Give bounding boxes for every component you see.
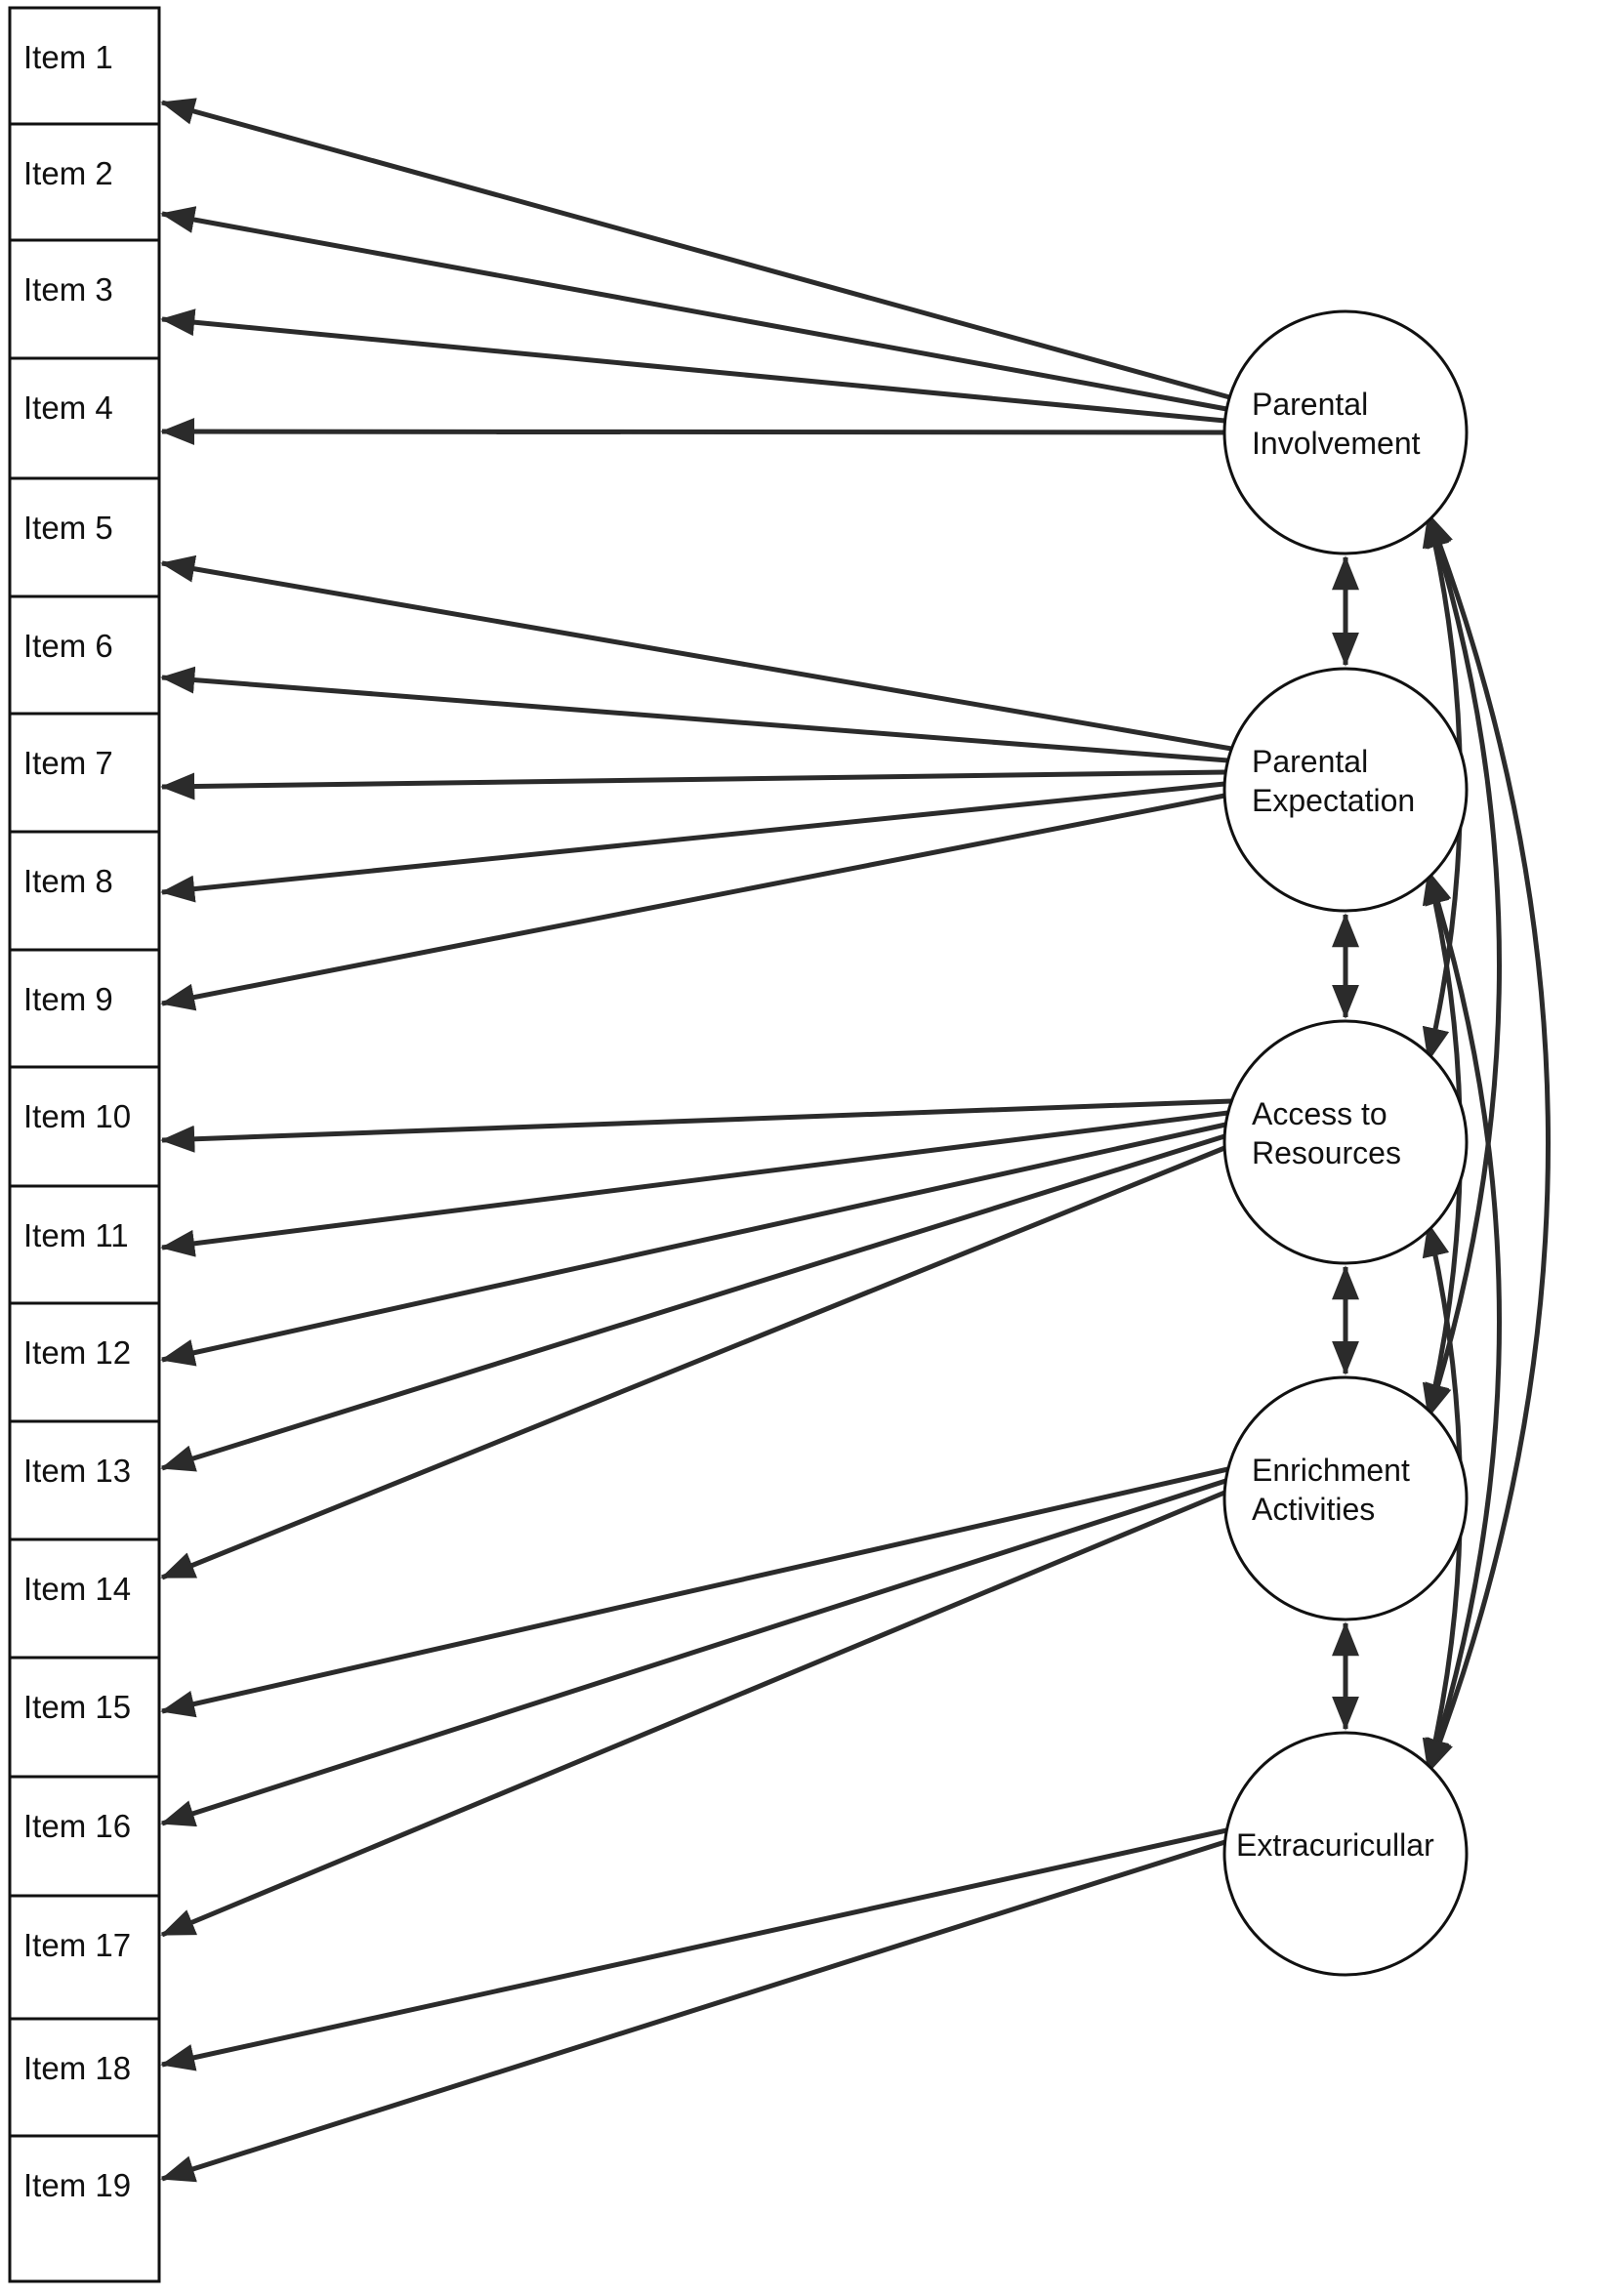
covariance-curve [1425, 512, 1502, 1418]
loading-arrow [160, 554, 1232, 752]
factor-label: Activities [1252, 1492, 1375, 1527]
loading-arrow [160, 308, 1225, 424]
factor-label: Parental [1252, 744, 1368, 779]
factor-circle [1222, 1731, 1469, 1977]
loading-arrow [160, 1133, 1225, 1472]
item-box-rect [8, 2017, 161, 2138]
loading-arrows [160, 98, 1232, 2183]
item-label: Item 2 [23, 155, 113, 191]
factor-node: Extracuricullar [1222, 1731, 1469, 1977]
factor-label: Access to [1252, 1096, 1387, 1131]
item-label: Item 8 [23, 863, 113, 899]
item-label: Item 4 [23, 390, 113, 426]
item-box: Item 2 [8, 122, 161, 242]
factor-label: Enrichment [1252, 1453, 1410, 1488]
loading-arrow [160, 666, 1228, 763]
item-box: Item 8 [8, 830, 161, 952]
item-box-rect [8, 1184, 161, 1305]
item-label: Item 13 [23, 1453, 131, 1489]
item-box: Item 3 [8, 238, 161, 360]
factor-circle [1222, 1019, 1469, 1265]
loading-arrow [160, 206, 1227, 412]
factor-circle [1222, 309, 1469, 555]
item-box-rect [8, 594, 161, 716]
item-box-rect [8, 122, 161, 242]
item-box: Item 4 [8, 356, 161, 480]
item-label: Item 12 [23, 1334, 131, 1371]
item-label: Item 1 [23, 39, 113, 75]
loading-arrow [160, 1145, 1226, 1580]
item-label: Item 6 [23, 628, 113, 664]
item-boxes: Item 1 Item 2 Item 3 Item 4 Item 5 Item 6 Item… [8, 6, 161, 2283]
loading-arrow [160, 1839, 1226, 2183]
item-box: Item 16 [8, 1775, 161, 1898]
item-label: Item 14 [23, 1571, 131, 1607]
factor-label: Parental [1252, 387, 1368, 422]
item-label: Item 10 [23, 1098, 131, 1134]
covariance-curve [1426, 512, 1551, 1774]
item-label: Item 18 [23, 2050, 131, 2086]
item-label: Item 15 [23, 1689, 131, 1725]
item-box: Item 13 [8, 1419, 161, 1541]
factor-circle [1222, 1375, 1469, 1621]
factor-node: Access to Resources [1222, 1019, 1469, 1265]
item-box-rect [8, 356, 161, 480]
item-box-rect [8, 1301, 161, 1423]
covariance-arrows [1332, 512, 1551, 1774]
factor-label: Resources [1252, 1135, 1401, 1170]
item-label: Item 17 [23, 1927, 131, 1963]
loading-arrow [160, 1478, 1227, 1827]
item-box-rect [8, 6, 161, 126]
loading-arrow [160, 793, 1225, 1011]
loading-arrow [160, 769, 1226, 800]
item-box-rect [8, 2134, 161, 2283]
item-box-rect [8, 1538, 161, 1660]
item-label: Item 3 [23, 271, 113, 308]
loading-arrow [160, 1122, 1226, 1367]
factor-label: Involvement [1252, 426, 1421, 461]
factor-nodes: ParentalInvolvementParentalExpectationAc… [1222, 309, 1469, 1977]
loading-arrow [160, 418, 1225, 446]
item-box: Item 14 [8, 1538, 161, 1660]
item-box: Item 10 [8, 1065, 161, 1188]
loading-arrow [160, 781, 1225, 903]
item-box: Item 7 [8, 712, 161, 834]
item-box: Item 11 [8, 1184, 161, 1305]
item-box: Item 15 [8, 1656, 161, 1779]
item-label: Item 19 [23, 2167, 131, 2203]
item-box: Item 5 [8, 476, 161, 598]
item-label: Item 11 [23, 1217, 129, 1253]
loading-arrow [160, 1827, 1227, 2071]
item-label: Item 7 [23, 745, 113, 781]
factor-label: Extracuricullar [1236, 1827, 1434, 1863]
item-box: Item 19 [8, 2134, 161, 2283]
factor-label: Expectation [1252, 783, 1415, 818]
loading-arrow [160, 1098, 1232, 1153]
loading-arrow [160, 1490, 1226, 1938]
item-box: Item 12 [8, 1301, 161, 1423]
item-label: Item 9 [23, 981, 113, 1017]
loading-arrow [160, 1110, 1228, 1257]
item-box-rect [8, 1894, 161, 2021]
item-box: Item 9 [8, 948, 161, 1069]
item-box: Item 1 [8, 6, 161, 126]
loading-arrow [160, 1466, 1229, 1718]
item-box-rect [8, 830, 161, 952]
item-box: Item 18 [8, 2017, 161, 2138]
item-label: Item 16 [23, 1808, 131, 1844]
item-box-rect [8, 1775, 161, 1898]
item-box-rect [8, 1065, 161, 1188]
item-box: Item 17 [8, 1894, 161, 2021]
covariance-curve [1425, 870, 1502, 1774]
item-box: Item 6 [8, 594, 161, 716]
loading-arrow [160, 98, 1231, 400]
item-label: Item 5 [23, 510, 113, 546]
factor-circle [1222, 667, 1469, 913]
